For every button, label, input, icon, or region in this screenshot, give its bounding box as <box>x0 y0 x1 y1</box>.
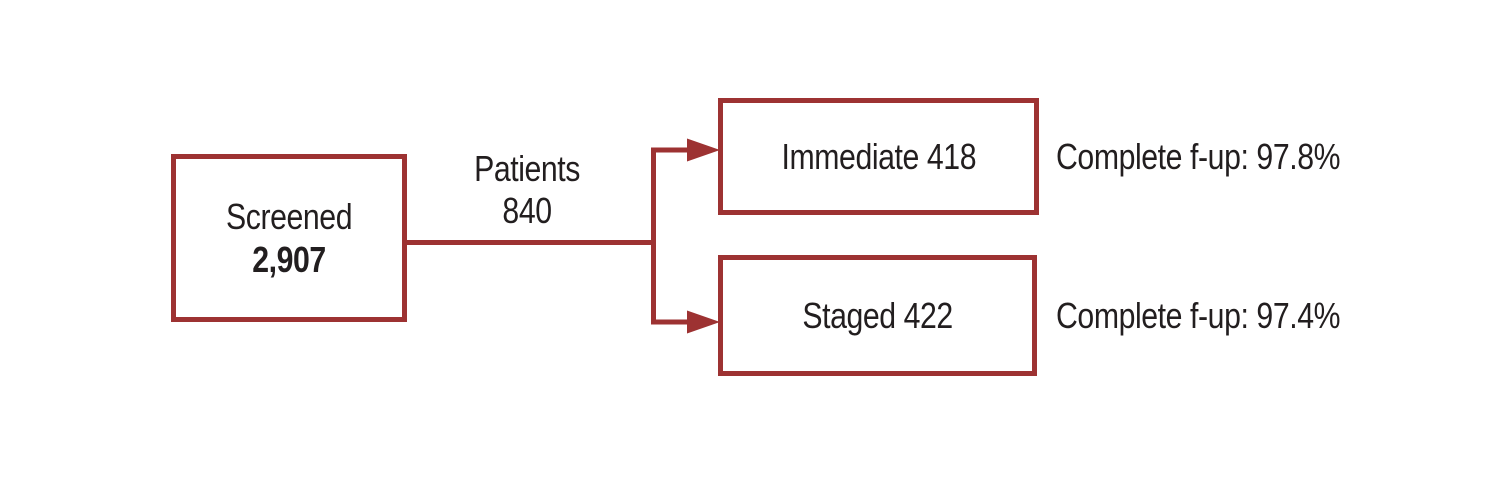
screened-box: Screened 2,907 <box>171 154 407 322</box>
staged-box: Staged 422 <box>718 255 1037 376</box>
immediate-box: Immediate 418 <box>718 98 1039 215</box>
immediate-followup-text: Complete f-up: 97.8% <box>1056 135 1341 177</box>
staged-label: Staged 422 <box>802 294 953 336</box>
immediate-label: Immediate 418 <box>781 135 976 177</box>
screened-box-text: Screened 2,907 <box>225 195 353 281</box>
branch-label-line2: 840 <box>502 190 552 232</box>
immediate-followup-note: Complete f-up: 97.8% <box>1056 98 1394 215</box>
branch-count-text: Patients 840 <box>474 148 580 233</box>
screened-label: Screened <box>225 195 353 237</box>
branch-count-label: Patients 840 <box>427 148 627 233</box>
arrow-right-icon <box>687 310 720 334</box>
staged-followup-note: Complete f-up: 97.4% <box>1056 255 1394 376</box>
branch-label-line1: Patients <box>474 148 580 189</box>
staged-followup-text: Complete f-up: 97.4% <box>1056 294 1341 336</box>
screened-value: 2,907 <box>252 239 326 280</box>
arrow-right-icon <box>687 138 720 162</box>
